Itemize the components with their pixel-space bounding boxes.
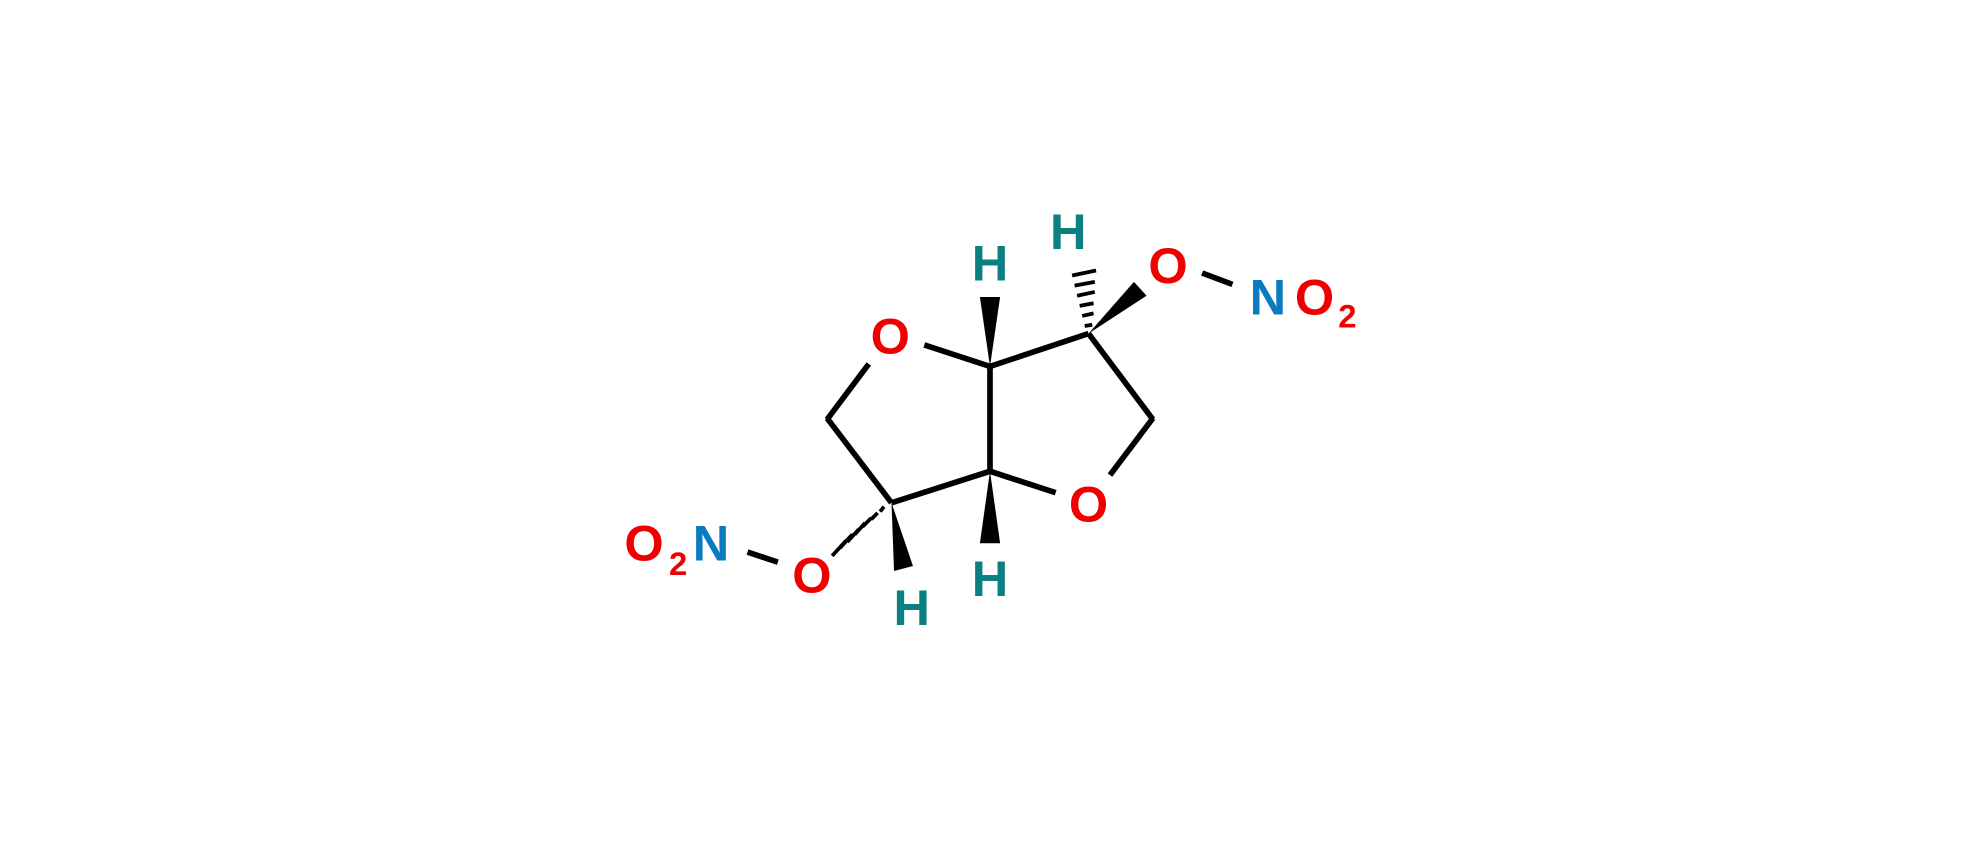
atom-o2-left-subscript: 2 <box>669 545 687 582</box>
bond-c3-c2 <box>890 468 991 506</box>
bond-o-n-right <box>1201 270 1234 288</box>
atom-h-bottom-left: H <box>893 579 929 636</box>
bond-ch2-c3 <box>824 416 894 505</box>
wedge-c3-h <box>891 502 913 572</box>
atom-o2-left: O <box>624 515 663 572</box>
bond-o-right-ch2 <box>1107 416 1156 477</box>
bond-o-n-left <box>746 549 779 565</box>
wedge-c1-h <box>979 296 1001 367</box>
atom-o-ester-left: O <box>792 546 831 603</box>
wedge-c4-o <box>1088 281 1147 334</box>
bond-c2-o-right <box>989 468 1057 496</box>
wedge-c2-h <box>979 471 1001 544</box>
atom-o-ester-right: O <box>1148 237 1187 294</box>
hash-c3-o <box>830 505 886 558</box>
atom-labels: O O H H H H O O N O 2 O 2 N <box>624 203 1356 636</box>
atom-h-top-center: H <box>972 234 1008 291</box>
atom-o-ring-right: O <box>1069 476 1108 533</box>
atom-o2-right-subscript: 2 <box>1338 297 1356 334</box>
atom-h-top-right: H <box>1050 203 1086 260</box>
bonds <box>746 268 1234 572</box>
atom-o2-right: O <box>1295 268 1334 325</box>
atom-h-bottom-center: H <box>972 550 1008 607</box>
bond-c1-o-left <box>923 342 991 370</box>
hash-c4-h <box>1071 268 1097 328</box>
bond-ch2-c4 <box>1086 331 1156 422</box>
atom-n-left: N <box>693 515 729 572</box>
atom-o-ring-left: O <box>871 308 910 365</box>
atom-n-right: N <box>1250 268 1286 325</box>
bond-o-left-ch2 <box>824 362 872 422</box>
bond-c4-c1 <box>989 330 1090 370</box>
